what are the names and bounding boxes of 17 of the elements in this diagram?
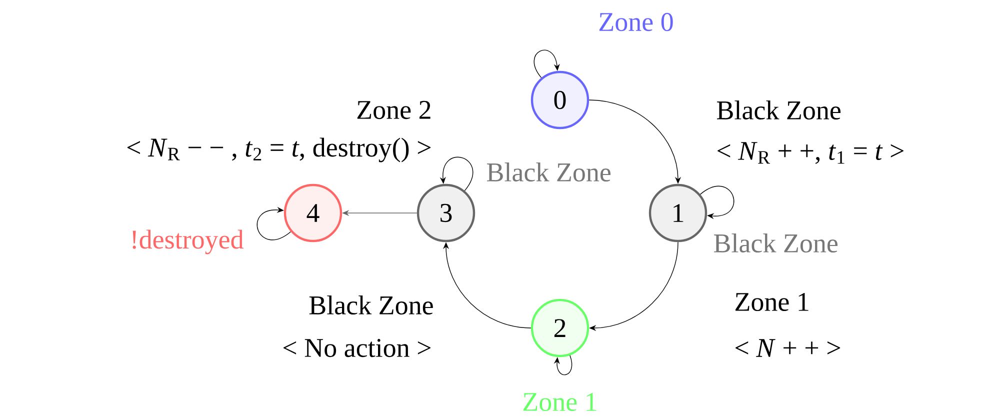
edge-label: !destroyed [132,230,244,254]
loop-arrow [554,355,572,376]
edge-label: Black Zone [714,234,838,252]
edge-label: Zone 0 [599,12,673,32]
edge-label: Black Zone [309,296,433,314]
action-label: < N$_{R}$ + +, t$_{1}$ = t > [718,142,904,164]
edge-label: Black Zone [717,100,840,120]
action-label: < N$_{R}$ − − , t$_{2}$ = t, destroy() > [127,138,431,162]
action-label: < No action > [283,338,431,358]
loop-arrow [256,206,292,240]
edge-label: Zone 1 [523,392,596,412]
loop-arrow [700,186,734,220]
edge-label: Zone 2 [357,100,430,120]
edge-label: Black Zone [487,162,610,182]
action-label: < N + + > [736,339,840,357]
edge-label: Zone 1 [736,292,808,312]
loop-arrow [534,50,560,78]
